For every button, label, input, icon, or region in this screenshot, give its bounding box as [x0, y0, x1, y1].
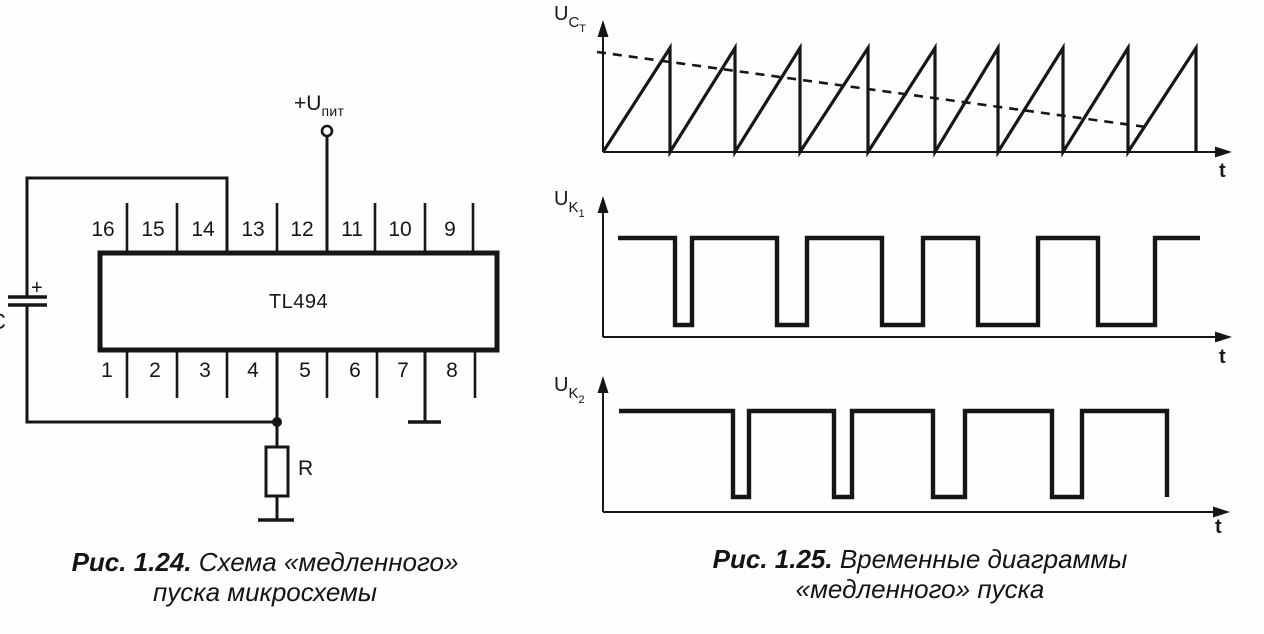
- y-axis-arrow-1: [597, 196, 609, 213]
- uk1-axis-label-k: K: [568, 199, 579, 216]
- x-axis-arrow-2: [1213, 506, 1230, 518]
- sawtooth-wave: [601, 42, 1198, 158]
- pin-label-top-13: 13: [241, 218, 265, 241]
- caption-fig-1-25-line2: «медленного» пуска: [795, 574, 1045, 604]
- power-supply-label-main: +U: [294, 92, 322, 115]
- caption-fig-1-25: Рис. 1.25. Временные диаграммы «медленно…: [650, 544, 1190, 604]
- capacitor-polarity-plus: +: [31, 277, 43, 299]
- y-axis-arrow-2: [597, 376, 609, 393]
- junction-dot: [272, 417, 282, 427]
- pin-label-bottom-5: 5: [299, 359, 311, 382]
- uk1-axis-label-u: U: [554, 188, 569, 210]
- caption-fig-1-24-text: Схема «медленного»: [198, 547, 459, 577]
- power-terminal-circle: [320, 124, 334, 138]
- caption-fig-1-25-number: Рис. 1.25.: [712, 544, 833, 574]
- pin-label-top-9: 9: [444, 218, 456, 241]
- power-supply-label-sub: пит: [321, 103, 345, 119]
- uct-axis-label-u: U: [554, 3, 569, 25]
- caption-fig-1-25-text: Временные диаграммы: [839, 544, 1128, 574]
- uk2-axis-label-k: K: [568, 385, 579, 402]
- pin-label-bottom-7: 7: [397, 359, 409, 382]
- pin-label-top-14: 14: [191, 218, 215, 241]
- pin-label-top-16: 16: [91, 218, 115, 241]
- pin-label-bottom-3: 3: [199, 359, 211, 382]
- y-axis-arrow-0: [597, 20, 609, 37]
- ic-label: TL494: [268, 291, 329, 313]
- resistor-label: R: [298, 457, 314, 480]
- pin-label-top-10: 10: [388, 218, 412, 241]
- pin-label-bottom-4: 4: [247, 359, 259, 382]
- uk2-axis-label: UK2: [554, 374, 585, 406]
- ic-body: [97, 250, 500, 353]
- pin-label-top-11: 11: [341, 218, 363, 241]
- control-voltage-dashed-line: [596, 50, 1147, 129]
- square-wave-1: [618, 235, 1200, 328]
- pin-label-top-15: 15: [141, 218, 165, 241]
- power-supply-label: +Uпит: [294, 92, 345, 119]
- capacitor-label: C: [0, 309, 6, 335]
- caption-fig-1-24: Рис. 1.24. Схема «медленного» пуска микр…: [20, 547, 510, 607]
- caption-fig-1-24-line2: пуска микросхемы: [152, 577, 377, 607]
- x-axis-arrow-0: [1215, 146, 1232, 158]
- pin-label-bottom-6: 6: [349, 359, 361, 382]
- square-wave-2: [619, 408, 1170, 500]
- pin-label-bottom-1: 1: [101, 359, 113, 382]
- uk2-axis-label-u: U: [554, 374, 569, 396]
- cap-bottom-wire: [25, 305, 279, 424]
- uk2-axis-label-2: 2: [578, 394, 585, 406]
- uk2-time-axis-label: t: [1215, 516, 1222, 538]
- uk1-axis-label: UK1: [554, 188, 585, 220]
- uk1-axis-label-1: 1: [578, 208, 585, 220]
- caption-fig-1-24-number: Рис. 1.24.: [71, 547, 192, 577]
- pin-label-bottom-8: 8: [446, 359, 458, 382]
- x-axis-arrow-1: [1215, 331, 1232, 343]
- uk1-time-axis-label: t: [1219, 346, 1226, 368]
- uct-axis-label-t: T: [579, 23, 587, 35]
- resistor-body: [264, 445, 290, 498]
- uct-time-axis-label: t: [1219, 160, 1226, 182]
- pin-label-bottom-2: 2: [149, 359, 161, 382]
- pin-label-top-12: 12: [290, 218, 314, 241]
- uct-axis-label: UCT: [554, 3, 586, 35]
- uct-axis-label-c: C: [568, 14, 580, 31]
